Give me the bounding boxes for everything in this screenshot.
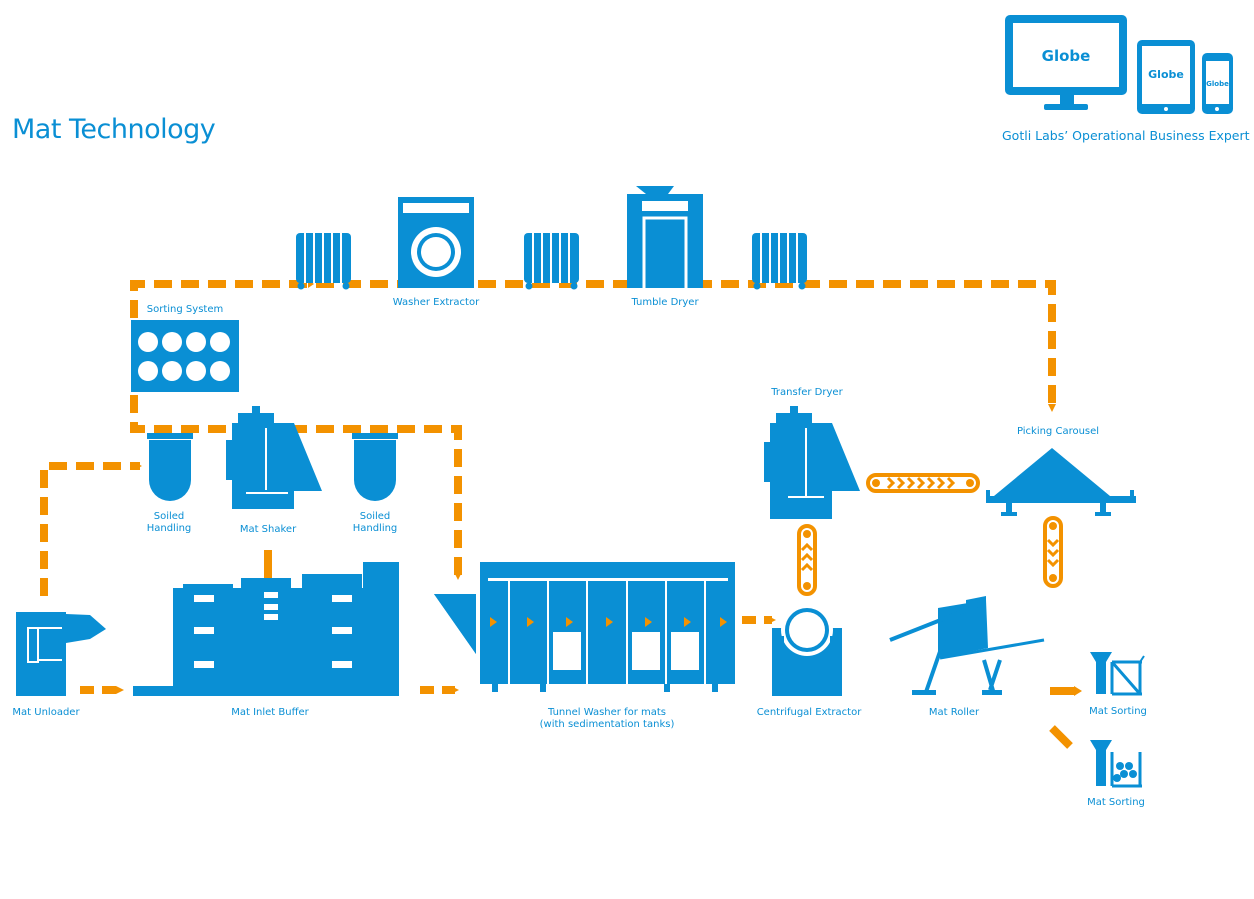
label-mat-sorting-2: Mat Sorting [1087, 797, 1145, 808]
page-title: Mat Technology [12, 114, 216, 145]
phone-icon [1202, 53, 1233, 114]
label-soiled-handling-left: Soiled Handling [146, 511, 192, 534]
laundry-cart-icon [524, 233, 579, 290]
mat-shaker-icon [226, 406, 322, 509]
chevron-arrow-icon [1074, 686, 1082, 696]
transfer-dryer-icon [764, 406, 860, 519]
tumble-dryer-icon [627, 186, 703, 288]
label-transfer-dryer: Transfer Dryer [771, 387, 843, 398]
flow-chevrons [116, 280, 1082, 696]
chevron-arrow-icon [116, 686, 124, 694]
desktop-monitor-icon [1005, 15, 1127, 110]
label-mat-sorting-1: Mat Sorting [1089, 706, 1147, 717]
picking-carousel-icon [986, 448, 1136, 516]
flow-unloader-up [40, 462, 140, 596]
label-sorting-system: Sorting System [146, 304, 224, 315]
laundry-cart-icon [752, 233, 807, 290]
label-washer-extractor: Washer Extractor [392, 297, 480, 308]
conveyor-vertical-extractor [797, 524, 817, 596]
chevron-arrow-icon [454, 572, 462, 580]
soiled-handling-bag-icon [147, 433, 193, 501]
label-soiled-handling-right: Soiled Handling [352, 511, 398, 534]
mat-unloader-icon [16, 612, 106, 696]
flow-roller-sorting2 [1049, 725, 1073, 749]
chevron-arrow-icon [451, 686, 459, 694]
flow-lines [40, 280, 1075, 749]
tablet-icon [1137, 40, 1195, 114]
chevron-arrow-icon [1048, 404, 1056, 412]
mat-inlet-buffer-icon [133, 562, 399, 696]
brand-tablet: Globe [1148, 68, 1184, 81]
brand-desktop: Globe [1041, 47, 1091, 65]
label-mat-unloader: Mat Unloader [12, 707, 80, 718]
washer-extractor-icon [398, 197, 474, 288]
label-mat-roller: Mat Roller [928, 707, 980, 718]
centrifugal-extractor-icon [772, 604, 842, 696]
chevron-arrow-icon [134, 462, 142, 470]
brand-phone: Globe [1206, 80, 1229, 88]
chevron-arrow-icon [264, 570, 272, 578]
label-centrifugal-extractor: Centrifugal Extractor [756, 707, 862, 718]
conveyor-horizontal [866, 473, 980, 493]
mat-roller-icon [889, 596, 1045, 695]
label-tunnel-washer: Tunnel Washer for mats (with sedimentati… [539, 707, 675, 730]
conveyor-vertical-carousel [1043, 516, 1063, 588]
tunnel-washer-icon [434, 562, 735, 692]
sorting-system-icon [131, 320, 239, 392]
mat-sorting-icon [1090, 652, 1145, 696]
flow-top-loop [130, 280, 1056, 412]
label-picking-carousel: Picking Carousel [1016, 426, 1100, 437]
laundry-cart-icon [296, 233, 351, 290]
label-mat-shaker: Mat Shaker [239, 524, 297, 535]
label-mat-inlet-buffer: Mat Inlet Buffer [231, 707, 309, 718]
brand-tagline: Gotli Labs’ Operational Business Expert [1002, 128, 1250, 143]
soiled-handling-bag-icon [352, 433, 398, 501]
chevron-arrow-icon [768, 616, 776, 624]
mat-sorting-icon [1090, 740, 1142, 788]
label-tumble-dryer: Tumble Dryer [631, 297, 699, 308]
